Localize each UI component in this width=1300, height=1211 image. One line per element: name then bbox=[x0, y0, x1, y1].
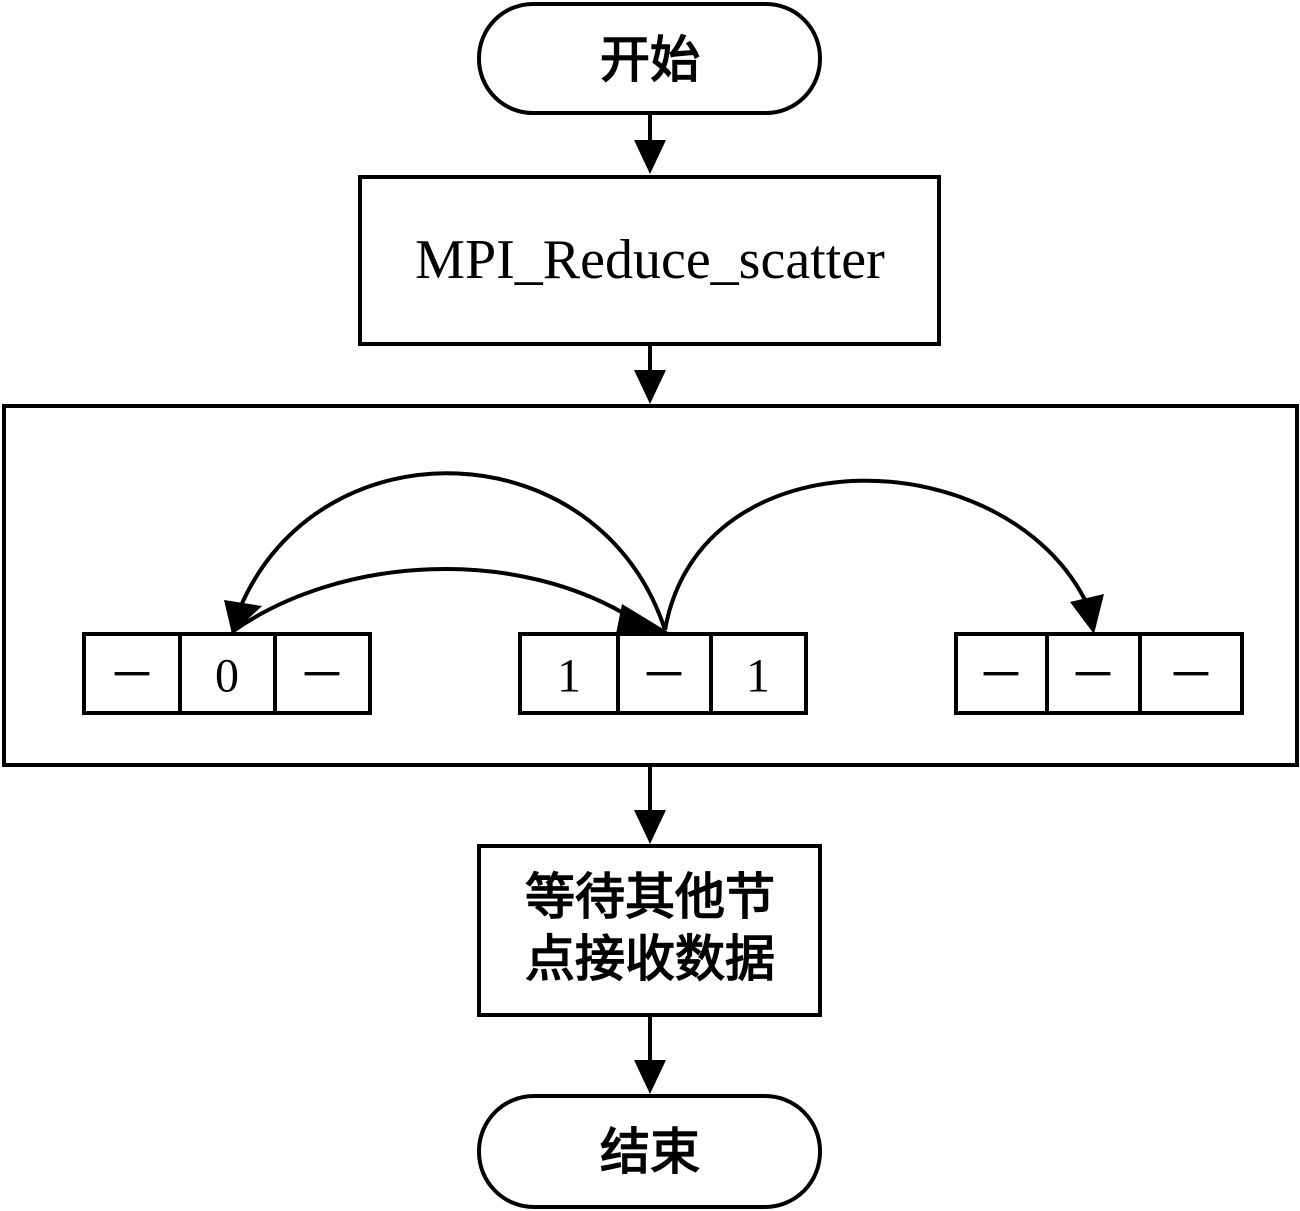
arrow-middle-to-right bbox=[663, 478, 1104, 634]
arrow-head bbox=[634, 810, 666, 844]
start-node: 开始 bbox=[477, 2, 822, 115]
arrow-head bbox=[634, 370, 666, 404]
reduce-scatter-box bbox=[358, 175, 941, 346]
curve-arrow-head bbox=[224, 600, 262, 634]
curve-arrow-head bbox=[1070, 594, 1104, 634]
array-cell bbox=[616, 632, 713, 715]
end-label: 结束 bbox=[600, 1123, 700, 1181]
array-cell bbox=[82, 632, 182, 715]
wait-label-line-2: 点接收数据 bbox=[525, 930, 775, 988]
array-cell bbox=[1138, 632, 1244, 715]
arrow-reduce-scatter-to-container bbox=[634, 344, 666, 404]
start-label: 开始 bbox=[600, 31, 700, 89]
reduce-scatter-node: MPI_Reduce_scatter bbox=[358, 175, 941, 346]
end-terminal-shape bbox=[477, 1094, 822, 1209]
reduce-scatter-label: MPI_Reduce_scatter bbox=[415, 229, 885, 291]
end-node: 结束 bbox=[477, 1094, 822, 1209]
array-cell-value: － bbox=[1069, 650, 1117, 703]
curve-arrow-head bbox=[616, 604, 668, 634]
arrow-wait-to-end bbox=[634, 1015, 666, 1094]
array-right: － － － bbox=[954, 632, 1244, 715]
arrow-middle-to-left bbox=[224, 471, 667, 634]
arrow-head bbox=[634, 140, 666, 174]
array-cell-value: 1 bbox=[746, 650, 770, 703]
array-cell-value: 1 bbox=[557, 650, 581, 703]
array-cell-value: － bbox=[977, 650, 1025, 703]
array-middle: 1 － 1 bbox=[518, 632, 808, 715]
arrow-start-to-reduce-scatter bbox=[634, 113, 666, 174]
array-cell bbox=[273, 632, 372, 715]
arrow-container-to-wait bbox=[634, 765, 666, 844]
wait-node: 等待其他节 点接收数据 bbox=[477, 844, 822, 1017]
array-cell-value: － bbox=[1167, 650, 1215, 703]
array-left: － 0 － bbox=[82, 632, 372, 715]
arrow-left-to-middle bbox=[230, 567, 668, 634]
array-cell-value: 0 bbox=[215, 650, 239, 703]
array-cell bbox=[709, 632, 808, 715]
wait-label-line-1: 等待其他节 bbox=[525, 868, 775, 926]
array-cell-value: － bbox=[298, 650, 346, 703]
array-cell-value: － bbox=[640, 650, 688, 703]
arrow-head bbox=[634, 1060, 666, 1094]
curve-arrow-shaft bbox=[238, 471, 667, 631]
curve-arrow-shaft bbox=[230, 567, 640, 634]
curve-arrow-shaft bbox=[663, 478, 1090, 631]
array-cell-value: － bbox=[108, 650, 156, 703]
